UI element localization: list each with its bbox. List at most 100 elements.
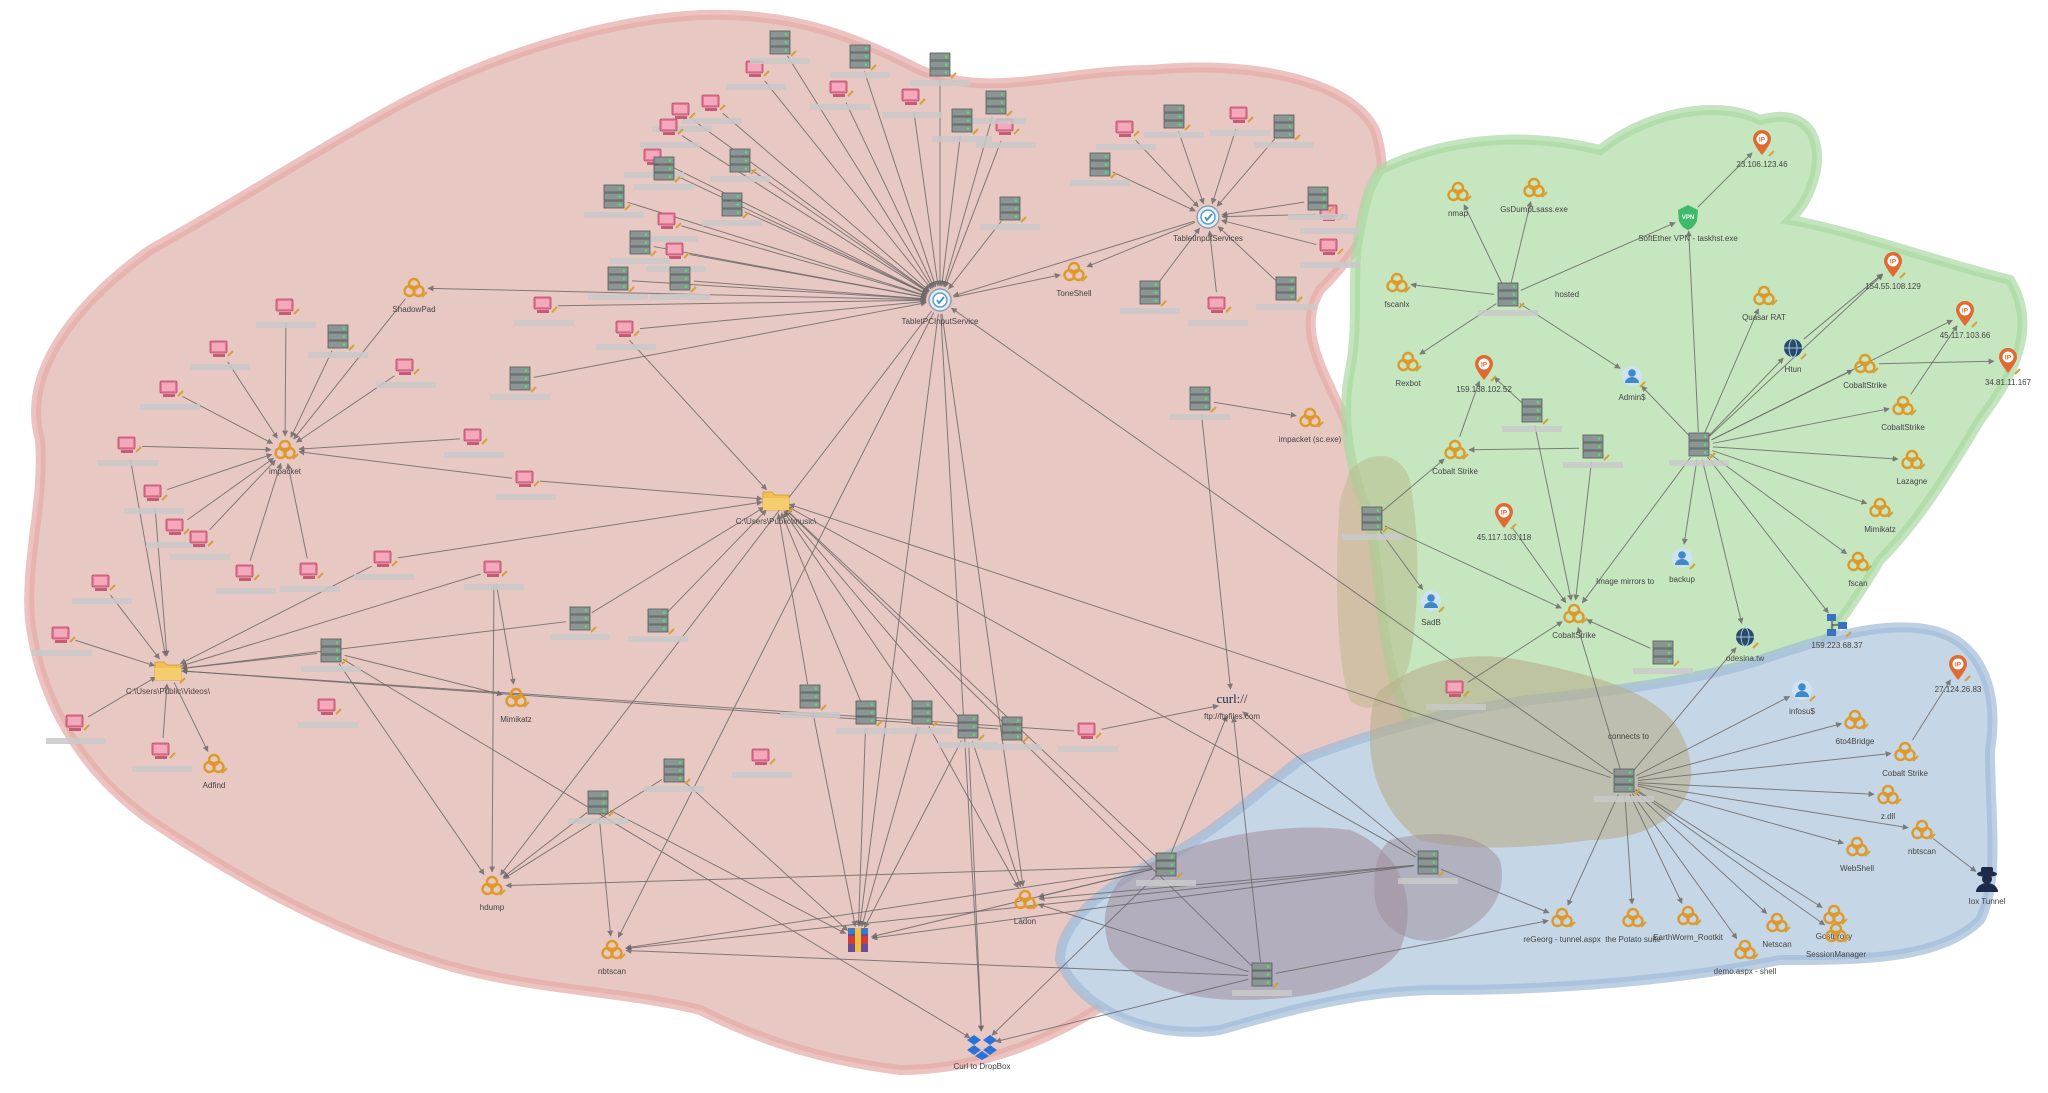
computer-node[interactable] [640,118,700,148]
computer-node[interactable] [72,574,132,604]
malware-node[interactable]: impacket (sc.exe) [1279,407,1342,444]
server-node[interactable] [982,716,1042,750]
malware-node[interactable]: ShadowPad [392,277,436,314]
web-node[interactable]: odesina.tw [1726,627,1764,663]
malware-node[interactable]: Mimikatz [1864,497,1896,534]
computer-node[interactable] [170,530,230,560]
server-node[interactable] [1398,850,1458,884]
server-node[interactable] [910,52,970,86]
malware-node[interactable]: nmap [1447,181,1473,218]
server-node[interactable] [702,192,762,226]
computer-node[interactable] [732,748,792,778]
malware-node[interactable]: WebShell [1840,836,1874,873]
malware-node[interactable]: 6to4Bridge [1836,709,1875,746]
server-node[interactable] [650,266,710,300]
ip-node[interactable]: 27.124.26.83 [1935,654,1982,694]
server-node[interactable] [568,790,628,824]
user-node[interactable]: backup [1669,547,1696,584]
server-node[interactable] [584,184,644,218]
computer-node[interactable] [726,60,786,90]
server-node[interactable] [1070,152,1130,186]
server-node[interactable] [830,44,890,78]
ip-node[interactable]: 154.55.108.129 [1865,251,1921,291]
malware-node[interactable]: fscanlx [1385,272,1412,309]
server-node[interactable] [1502,398,1562,432]
computer-node[interactable] [638,212,698,242]
server-node[interactable] [1478,282,1538,316]
malware-node[interactable]: Netscan [1762,912,1792,949]
folder-node[interactable]: C:\Users\Public\Videos\ [126,661,211,696]
server-node[interactable] [1288,186,1348,220]
server-node[interactable] [932,108,992,142]
ip-node[interactable]: 34.81.11.167 [1985,347,2032,387]
server-node[interactable] [836,700,896,734]
computer-node[interactable] [256,298,316,328]
computer-node[interactable] [124,484,184,514]
computer-node[interactable] [1300,238,1360,268]
computer-node[interactable] [882,88,942,118]
server-node[interactable] [750,30,810,64]
malware-node[interactable]: reGeorg - tunnel.aspx [1523,907,1601,944]
server-node[interactable] [980,196,1040,230]
ip-node[interactable]: 45.117.103.66 [1940,300,1991,340]
malware-node[interactable]: CobaltStrike [1552,603,1596,640]
server-node[interactable] [1633,640,1693,674]
spy-node[interactable]: Iox Tunnel [1969,867,2006,906]
malware-node[interactable]: SessionManager [1806,922,1866,959]
computer-node[interactable] [98,436,158,466]
server-node[interactable] [308,324,368,358]
computer-node[interactable] [1096,120,1156,150]
ip-node[interactable]: 23.106.123.46 [1736,129,1788,169]
computer-node[interactable] [1188,296,1248,326]
malware-node[interactable]: Quasar RAT [1742,285,1786,322]
malware-node[interactable]: fscan [1847,551,1873,588]
server-node[interactable] [1594,768,1654,802]
computer-node[interactable] [376,358,436,388]
web-node[interactable]: Htun [1783,338,1807,374]
malware-node[interactable]: nbtscan [1908,819,1937,856]
server-node[interactable] [710,148,770,182]
malware-node[interactable]: impacket [269,439,302,476]
server-node[interactable] [966,90,1026,124]
computer-node[interactable] [32,626,92,656]
malware-node[interactable]: Mimikatz [500,687,532,724]
user-node[interactable]: infosu$ [1789,679,1816,716]
computer-node[interactable] [596,320,656,350]
server-node[interactable] [301,638,361,672]
server-node[interactable] [1669,432,1729,466]
server-node[interactable] [550,606,610,640]
computer-node[interactable] [132,742,192,772]
server-node[interactable] [1136,852,1196,886]
computer-node[interactable] [1058,722,1118,752]
computer-node[interactable] [1426,680,1486,710]
server-node[interactable] [1342,506,1402,540]
computer-node[interactable] [1300,204,1360,234]
computer-node[interactable] [140,380,200,410]
malware-node[interactable]: nbtscan [598,939,627,976]
service-node[interactable]: TabletInputServices [1173,205,1243,243]
server-node[interactable] [1563,434,1623,468]
computer-node[interactable] [976,118,1036,148]
computer-node[interactable] [1210,106,1270,136]
user-node[interactable]: Admin$ [1618,365,1646,402]
server-node[interactable] [1170,386,1230,420]
computer-node[interactable] [464,560,524,590]
server-node[interactable] [1254,114,1314,148]
malware-node[interactable]: CobaltStrike [1881,395,1925,432]
service-node[interactable]: TabletPCInputService [902,288,979,326]
server-node[interactable] [628,608,688,642]
malware-node[interactable]: EarthWorm_Rootkit [1653,905,1724,942]
server-node[interactable] [634,156,694,190]
computer-node[interactable] [146,518,206,548]
server-node[interactable] [892,700,952,734]
server-node[interactable] [1232,962,1292,996]
malware-node[interactable]: the Potato suite [1605,907,1661,944]
computer-node[interactable] [496,470,556,500]
server-node[interactable] [644,758,704,792]
malware-node[interactable]: GsDumpLsass.exe [1500,177,1568,214]
malware-node[interactable]: Cobalt Strike [1432,439,1478,476]
server-node[interactable] [588,266,648,300]
server-node[interactable] [938,714,998,748]
tool-node[interactable] [848,928,868,952]
computer-node[interactable] [354,550,414,580]
